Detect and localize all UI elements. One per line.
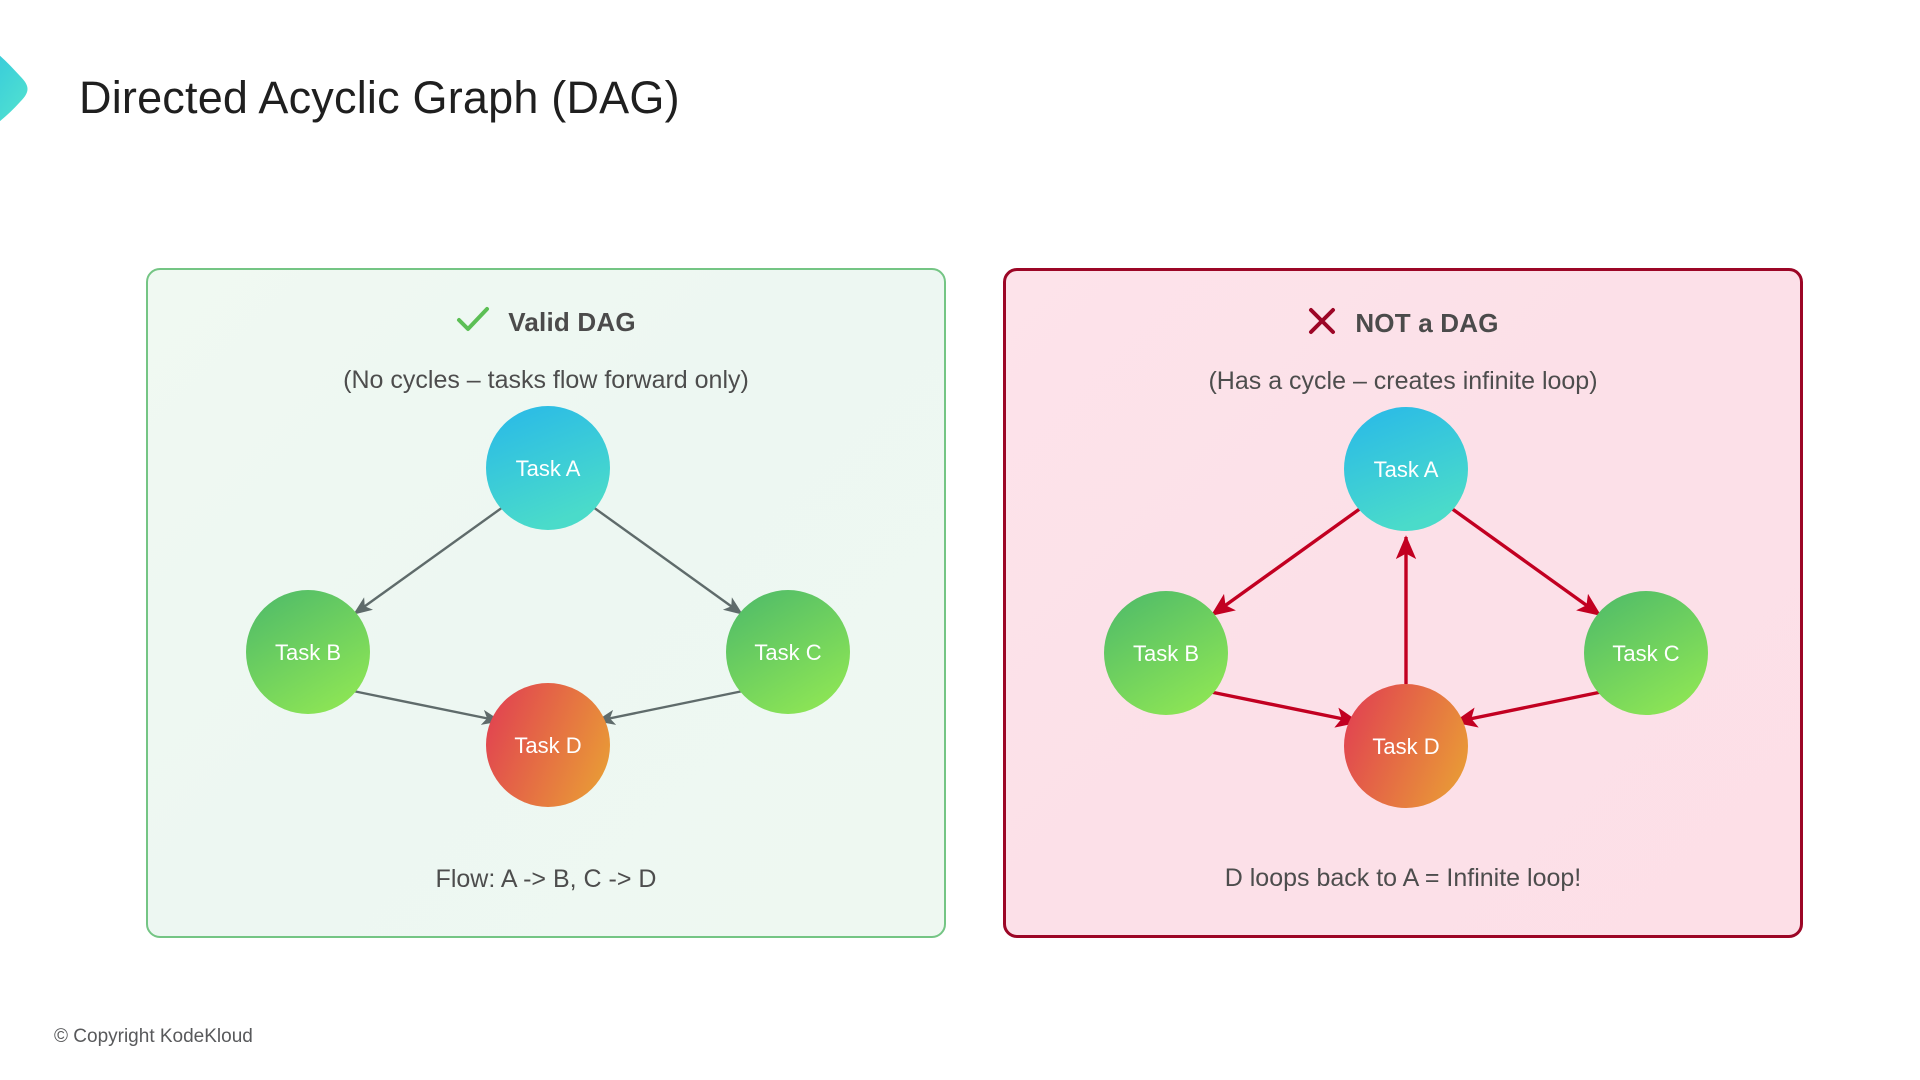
valid-panel-caption: Flow: A -> B, C -> D (435, 865, 657, 893)
invalid-panel-caption: D loops back to A = Infinite loop! (1224, 864, 1582, 892)
valid-dag-graph: Task A Task B Task C Task D (148, 390, 944, 810)
cyclic-edges (1210, 506, 1602, 728)
valid-node-a-label: Task A (516, 456, 581, 481)
invalid-panel-header: NOT a DAG (1006, 307, 1800, 340)
valid-node-d[interactable]: Task D (486, 683, 610, 807)
cyclic-node-b[interactable]: Task B (1104, 591, 1228, 715)
cyclic-graph: Task A Task B Task C Task D (1006, 391, 1800, 811)
cyclic-node-a-label: Task A (1374, 457, 1439, 482)
not-a-dag-panel: NOT a DAG (Has a cycle – creates infinit… (1003, 268, 1803, 938)
invalid-panel-subtitle: (Has a cycle – creates infinite loop) (1208, 367, 1598, 395)
valid-panel-subtitle: (No cycles – tasks flow forward only) (343, 366, 749, 394)
valid-node-b[interactable]: Task B (246, 590, 370, 714)
check-icon (456, 306, 490, 339)
cyclic-node-a[interactable]: Task A (1344, 407, 1468, 531)
chevron-logo-icon (0, 18, 74, 150)
invalid-panel-title: NOT a DAG (1355, 308, 1499, 338)
cyclic-node-b-label: Task B (1133, 641, 1199, 666)
cross-icon (1307, 307, 1337, 340)
page-title: Directed Acyclic Graph (DAG) (79, 72, 680, 123)
valid-panel-title: Valid DAG (508, 307, 636, 337)
valid-dag-panel: Valid DAG (No cycles – tasks flow forwar… (146, 268, 946, 938)
cyclic-node-d[interactable]: Task D (1344, 684, 1468, 808)
valid-node-b-label: Task B (275, 640, 341, 665)
valid-panel-header: Valid DAG (148, 306, 944, 339)
cyclic-node-d-label: Task D (1372, 734, 1439, 759)
copyright-footer: © Copyright KodeKloud (54, 1026, 253, 1047)
valid-node-c[interactable]: Task C (726, 590, 850, 714)
cyclic-node-c[interactable]: Task C (1584, 591, 1708, 715)
valid-node-d-label: Task D (514, 733, 581, 758)
valid-edges (352, 506, 744, 725)
cyclic-node-c-label: Task C (1612, 641, 1679, 666)
valid-node-a[interactable]: Task A (486, 406, 610, 530)
valid-node-c-label: Task C (754, 640, 821, 665)
